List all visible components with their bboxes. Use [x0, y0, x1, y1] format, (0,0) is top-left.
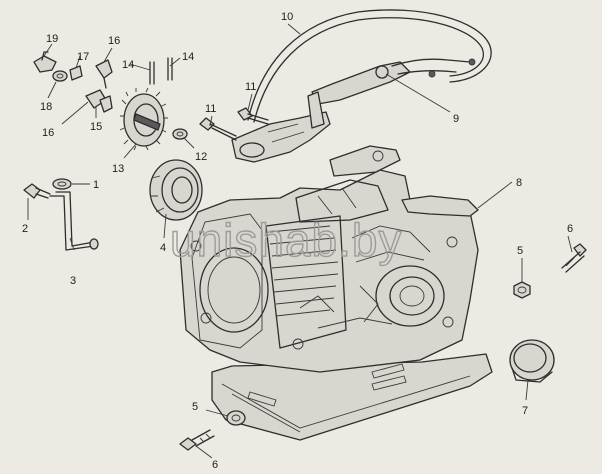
bolt-6-right [561, 243, 587, 273]
callout-3: 3 [70, 275, 76, 287]
callout-18: 18 [40, 101, 52, 113]
pin-14b [167, 57, 173, 81]
callout-17: 17 [77, 51, 89, 63]
nut-5-right [513, 281, 531, 299]
oil-pipe-3 [49, 191, 99, 251]
callout-2: 2 [22, 223, 28, 235]
callout-12: 12 [195, 151, 207, 163]
callout-6-right: 6 [567, 223, 573, 235]
pin-14a [149, 61, 155, 85]
callout-15: 15 [90, 121, 102, 133]
callout-4: 4 [160, 242, 166, 254]
callout-16-left: 16 [42, 127, 54, 139]
washer-5-bottom [226, 410, 246, 426]
callout-9: 9 [453, 113, 459, 125]
callout-11-left: 11 [205, 103, 216, 115]
clip-17 [69, 65, 83, 81]
watermark: unishab.by [170, 214, 403, 266]
bolt-11b [237, 107, 269, 125]
breather-housing [231, 91, 331, 163]
callout-11-right: 11 [245, 81, 256, 93]
washer-18 [52, 70, 68, 82]
callout-14-left: 14 [122, 59, 134, 71]
breather-tube-9 [311, 58, 476, 105]
callout-8: 8 [516, 177, 522, 189]
governor-pin-16 [95, 59, 113, 89]
governor-holder-15 [85, 89, 113, 113]
bearing-4 [149, 159, 203, 221]
leader-lines [27, 23, 573, 459]
callout-6-bottom: 6 [212, 459, 218, 471]
bolt-6-bottom [179, 429, 215, 451]
oil-seal-7 [509, 339, 555, 383]
callout-labels: 1 2 3 4 5 5 6 6 7 8 9 10 11 11 12 13 14 … [22, 11, 573, 471]
drain-bolt-2 [23, 183, 51, 199]
washer-12 [172, 128, 188, 140]
callout-14-right: 14 [182, 51, 194, 63]
callout-16-top: 16 [108, 35, 120, 47]
breather-hose-10 [247, 9, 492, 123]
callout-7: 7 [522, 405, 528, 417]
governor-gear-13 [119, 87, 168, 151]
callout-5-bottom: 5 [192, 401, 198, 413]
callout-5-right: 5 [517, 245, 523, 257]
callout-1: 1 [93, 179, 99, 191]
callout-13: 13 [112, 163, 124, 175]
crankcase-body [179, 145, 493, 441]
callout-10: 10 [281, 11, 293, 23]
bolt-11a [199, 117, 237, 141]
callout-19: 19 [46, 33, 58, 45]
washer-1 [52, 178, 72, 190]
